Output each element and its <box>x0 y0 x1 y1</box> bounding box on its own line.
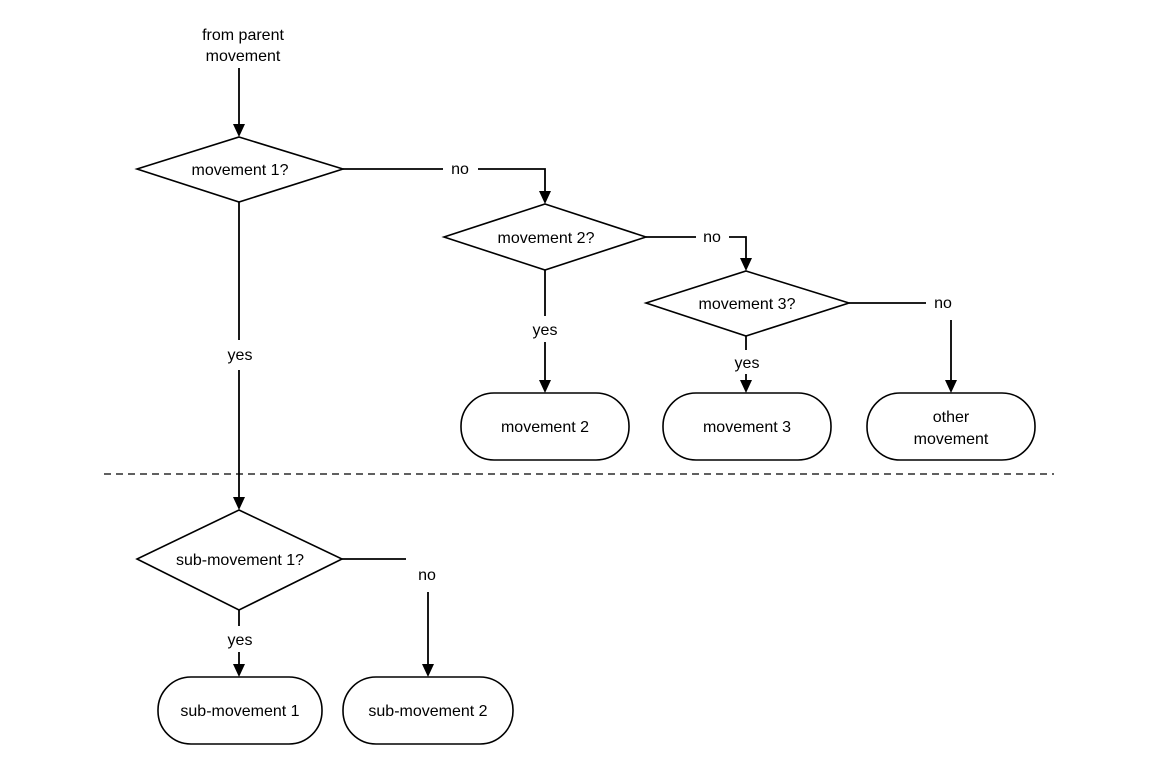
start-label: from parent movement <box>202 27 284 65</box>
outcome-box <box>460 392 630 461</box>
edge-d1-no-right <box>478 168 546 191</box>
edge-label-d3-yes: yes <box>735 355 760 372</box>
arrowhead-o2 <box>539 380 551 393</box>
edge-labels: no yes no yes no yes no yes <box>228 161 952 649</box>
arrowhead-s2 <box>422 664 434 677</box>
edge-label-d4-no: no <box>418 567 436 584</box>
decision-diamond <box>643 270 852 337</box>
decision-label: movement 3? <box>699 296 796 313</box>
decision-diamond <box>135 509 344 611</box>
start-label-line-1: from parent <box>202 27 284 44</box>
decision-movement-2: movement 2? <box>441 203 649 271</box>
arrowhead-o3 <box>740 380 752 393</box>
start-label-line-2: movement <box>206 48 281 65</box>
arrowhead-d2 <box>539 191 551 204</box>
decision-label: sub-movement 1? <box>176 552 304 569</box>
outcome-box <box>342 676 514 745</box>
arrowhead-d3 <box>740 258 752 271</box>
decision-diamond <box>134 136 346 203</box>
outcome-label-line-2: movement <box>914 431 989 448</box>
outcome-label: sub-movement 2 <box>368 703 487 720</box>
outcome-movement-3: movement 3 <box>662 392 832 461</box>
connectors <box>233 68 957 677</box>
edge-label-d1-yes: yes <box>228 347 253 364</box>
arrowhead-s1 <box>233 664 245 677</box>
outcome-label-line-1: other <box>933 409 970 426</box>
decision-sub-movement-1: sub-movement 1? <box>135 509 344 611</box>
arrowhead-other <box>945 380 957 393</box>
outcome-other-movement: other movement <box>866 392 1036 461</box>
arrowhead-d4 <box>233 497 245 510</box>
outcome-label: movement 3 <box>703 419 791 436</box>
edge-label-d3-no: no <box>934 295 952 312</box>
outcome-sub-movement-1: sub-movement 1 <box>157 676 323 745</box>
edge-label-d4-yes: yes <box>228 632 253 649</box>
edge-d2-no-right <box>729 236 747 258</box>
decision-diamond <box>441 203 649 271</box>
outcome-box <box>662 392 832 461</box>
decision-movement-1: movement 1? <box>134 136 346 203</box>
arrowhead-d1 <box>233 124 245 137</box>
edge-label-d1-no: no <box>451 161 469 178</box>
edge-label-d2-no: no <box>703 229 721 246</box>
outcome-box <box>157 676 323 745</box>
outcome-label: sub-movement 1 <box>180 703 299 720</box>
decision-movement-3: movement 3? <box>643 270 852 337</box>
decision-label: movement 1? <box>192 162 289 179</box>
outcome-label: movement 2 <box>501 419 589 436</box>
decision-label: movement 2? <box>498 230 595 247</box>
outcome-sub-movement-2: sub-movement 2 <box>342 676 514 745</box>
edge-label-d2-yes: yes <box>533 322 558 339</box>
outcome-box <box>866 392 1036 461</box>
outcome-movement-2: movement 2 <box>460 392 630 461</box>
